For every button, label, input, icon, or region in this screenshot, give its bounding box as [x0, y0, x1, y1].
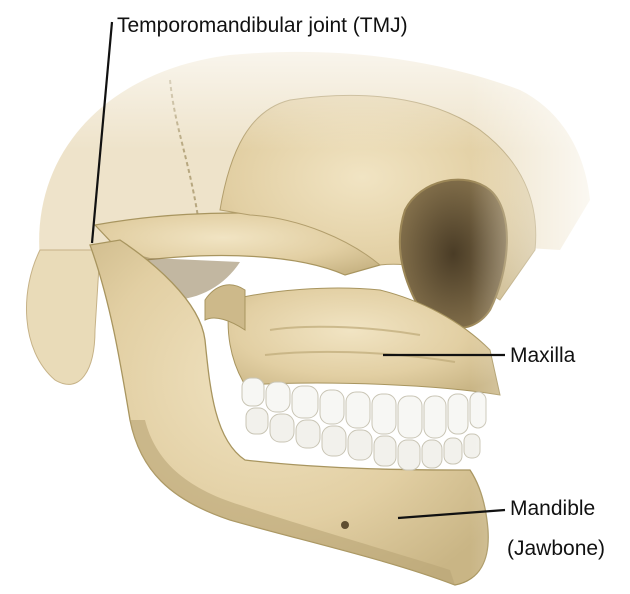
tmj-label: Temporomandibular joint (TMJ) — [117, 13, 408, 39]
occipital-bone — [26, 250, 100, 384]
mandible-label: Mandible — [510, 496, 595, 522]
jawbone-label: (Jawbone) — [507, 536, 605, 562]
coronoid-process — [205, 285, 245, 330]
maxilla-label: Maxilla — [510, 343, 575, 369]
mental-foramen — [341, 521, 349, 529]
